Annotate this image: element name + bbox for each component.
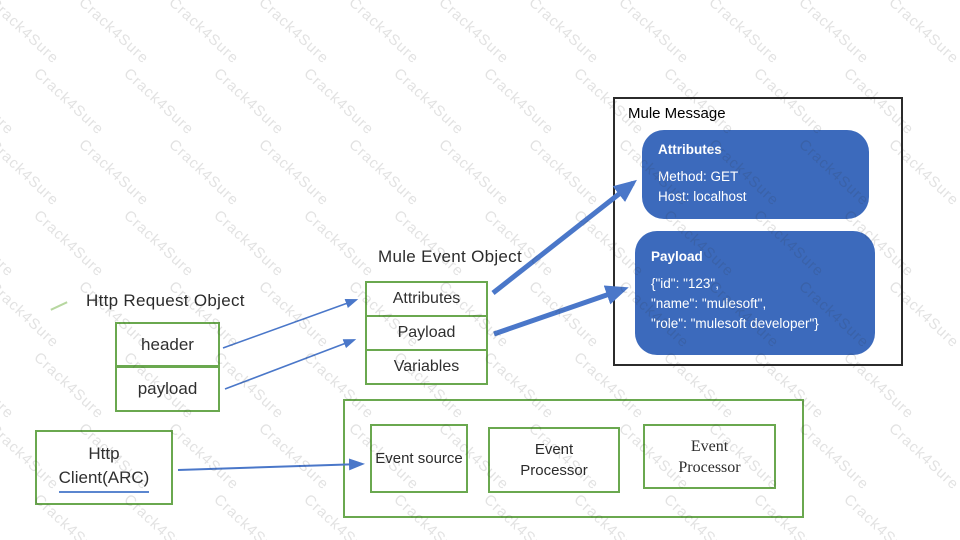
arrow-payloadrow-to-card [493,285,629,337]
mule-message-title: Mule Message [628,105,726,122]
arrow-client-to-source [177,458,365,471]
event-source-box: Event source [370,424,468,493]
event-row-payload-label: Payload [397,324,456,341]
attributes-card: Attributes Method: GET Host: localhost [642,130,869,219]
payload-json-line-3: "role": "mulesoft developer"} [651,316,819,331]
payload-card-title: Payload [651,249,703,264]
http-client-line1: Http [88,444,120,463]
payload-json-line-1: {"id": "123", [651,276,719,291]
attributes-method-line: Method: GET [658,169,739,184]
green-dash-mark [50,301,68,311]
http-request-title: Http Request Object [86,291,245,310]
event-processor-1-box: Event Processor [488,427,620,493]
event-row-attributes-label: Attributes [392,290,461,307]
mule-event-title: Mule Event Object [378,247,522,266]
event-row-variables: Variables [365,349,488,385]
event-processor-2-label: Event Processor [678,437,741,476]
payload-box-label: payload [137,379,198,398]
event-processor-2-box: Event Processor [643,424,776,489]
flow-container [343,399,804,518]
event-row-attributes: Attributes [365,281,488,317]
header-box: header [115,322,220,367]
attributes-host-line: Host: localhost [658,189,747,204]
arrow-payload-to-payload [224,339,357,390]
event-processor-1-label: Event Processor [520,441,588,479]
mule-event-stack: Attributes Payload Variables [365,281,488,385]
header-box-label: header [141,334,194,354]
payload-card: Payload {"id": "123", "name": "mulesoft"… [635,231,875,355]
payload-box: payload [115,366,220,412]
attributes-card-title: Attributes [658,142,722,157]
arrow-attributes-to-card [491,179,637,295]
mule-message-panel: Mule Message Attributes Method: GET Host… [613,97,903,366]
http-client-line2: Client(ARC) [58,466,150,493]
event-source-label: Event source [375,450,463,467]
payload-json-line-2: "name": "mulesoft", [651,296,767,311]
event-row-variables-label: Variables [393,358,460,375]
http-client-box: Http Client(ARC) [35,430,173,505]
event-row-payload: Payload [365,315,488,351]
